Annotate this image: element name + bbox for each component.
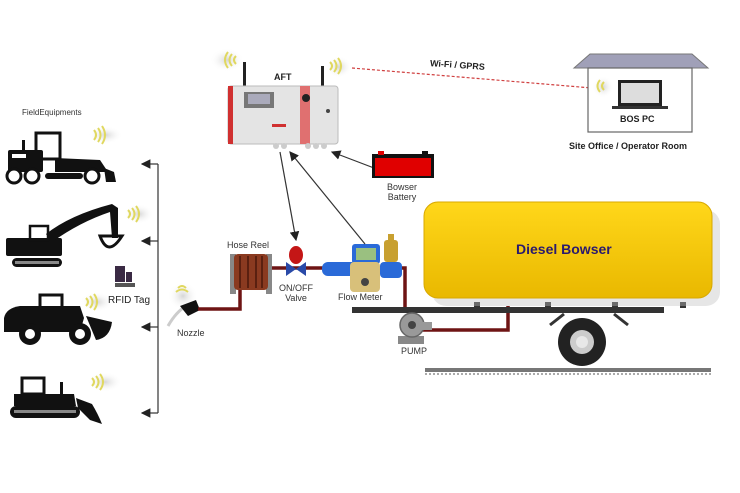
wifi-icon [326,56,352,78]
wifi-icon [124,204,154,224]
flow-meter-icon [322,234,402,292]
aft-label: AFT [274,72,292,82]
battery-label: Bowser Battery [380,182,424,202]
signal-lines [279,150,375,245]
flow-meter-label: Flow Meter [338,292,383,302]
wifi-icon [88,125,123,145]
rfid-tag-icon [115,266,135,287]
valve-label-line1: ON/OFF [279,283,313,293]
wifi-icon [80,292,114,312]
equipment-bus [140,159,159,418]
bos-pc-label: BOS PC [620,114,655,124]
excavator-icon [6,204,125,267]
battery-icon [372,151,434,178]
wifi-icon [210,48,244,72]
nozzle-icon [166,282,200,327]
rfid-tag-label: RFID Tag [108,295,151,306]
field-equipments-label: FieldEquipments [22,108,82,117]
valve-label: ON/OFF Valve [278,283,314,303]
diesel-bowser-tank [423,201,720,306]
bulldozer-icon [10,376,102,424]
motor-grader-icon [5,131,116,185]
pump-icon [398,312,432,344]
wheel-loader-icon [4,293,112,345]
battery-label-line1: Bowser [386,182,417,192]
site-office-label: Site Office / Operator Room [569,141,688,151]
wifi-icon [88,372,122,392]
valve-label-line2: Valve [285,293,307,303]
wifi-gprs-link [351,67,593,89]
on-off-valve-icon [286,246,306,276]
trailer-chassis [352,302,711,375]
nozzle-label: Nozzle [177,328,205,338]
aft-controller-icon [227,62,339,149]
battery-label-line2: Battery [387,192,417,202]
tank-label: Diesel Bowser [516,241,612,257]
wifi-icon [592,76,614,98]
hose-reel-label: Hose Reel [227,240,270,250]
hose-reel-icon [230,254,272,294]
pump-label: PUMP [401,346,428,356]
